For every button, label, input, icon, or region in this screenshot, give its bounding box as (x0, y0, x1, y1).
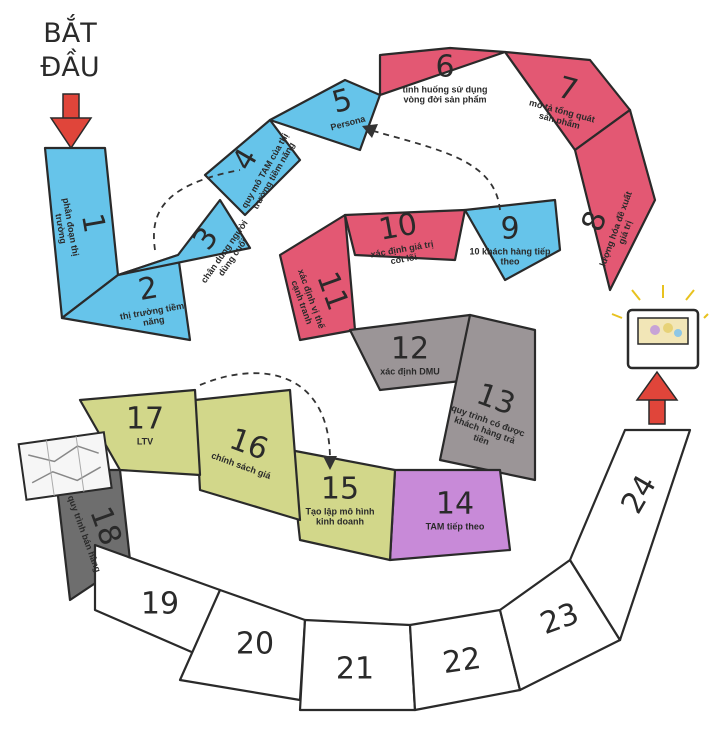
shortcut-arrowhead-9-5 (362, 124, 378, 138)
step-number-6: 6 (435, 50, 454, 85)
step-number-20: 20 (236, 627, 274, 662)
step-19: 19 (141, 587, 179, 622)
step-number-22: 22 (441, 641, 484, 681)
step-number-14: 14 (436, 487, 474, 522)
step-label-17: LTV (137, 436, 153, 446)
step-21: 21 (336, 652, 374, 687)
shortcut-arrowhead-17-15 (323, 456, 337, 470)
start-label-line2: ĐẦU (40, 48, 99, 83)
map-icon (17, 431, 113, 501)
step-number-21: 21 (336, 652, 374, 687)
start-label-line1: BẮT (43, 14, 97, 49)
shortcut-arrow-3-4 (153, 169, 241, 251)
step-cell-3 (116, 198, 252, 277)
step-label-9: theo (501, 256, 521, 266)
step-22: 22 (441, 641, 484, 681)
treasure-chest-icon (611, 285, 709, 370)
step-number-9: 9 (500, 212, 519, 247)
shortcut-arrow-9-5 (369, 129, 501, 211)
step-20: 20 (236, 627, 274, 662)
step-label-10: cốt lõi (390, 252, 418, 266)
step-label-14: TAM tiếp theo (426, 521, 485, 531)
step-cell-6 (378, 46, 507, 97)
step-label-2: năng (142, 314, 165, 328)
step-label-15: kinh doanh (316, 516, 364, 526)
up-arrow-icon (635, 370, 679, 425)
step-label-6: vòng đời sản phẩm (404, 94, 487, 104)
step-number-12: 12 (391, 332, 429, 367)
snake-path (43, 46, 692, 712)
step-cell-9 (463, 198, 562, 282)
step-cell-10 (343, 208, 467, 262)
step-cell-8 (573, 108, 657, 292)
step-cell-4 (203, 118, 302, 217)
step-label-15: Tạo lập mô hình (306, 506, 375, 516)
step-number-10: 10 (376, 207, 420, 248)
step-label-6: tình huống sử dụng (403, 84, 488, 94)
shortcut-arrow-17-15 (199, 372, 331, 461)
step-number-17: 17 (126, 402, 164, 437)
step-cell-24 (568, 428, 692, 642)
step-label-9: 10 khách hàng tiếp (469, 246, 551, 256)
step-label-12: xác định DMU (380, 366, 440, 376)
down-arrow-icon (49, 93, 93, 150)
step-number-19: 19 (141, 587, 179, 622)
step-cell-13 (438, 313, 537, 482)
step-number-15: 15 (321, 472, 359, 507)
